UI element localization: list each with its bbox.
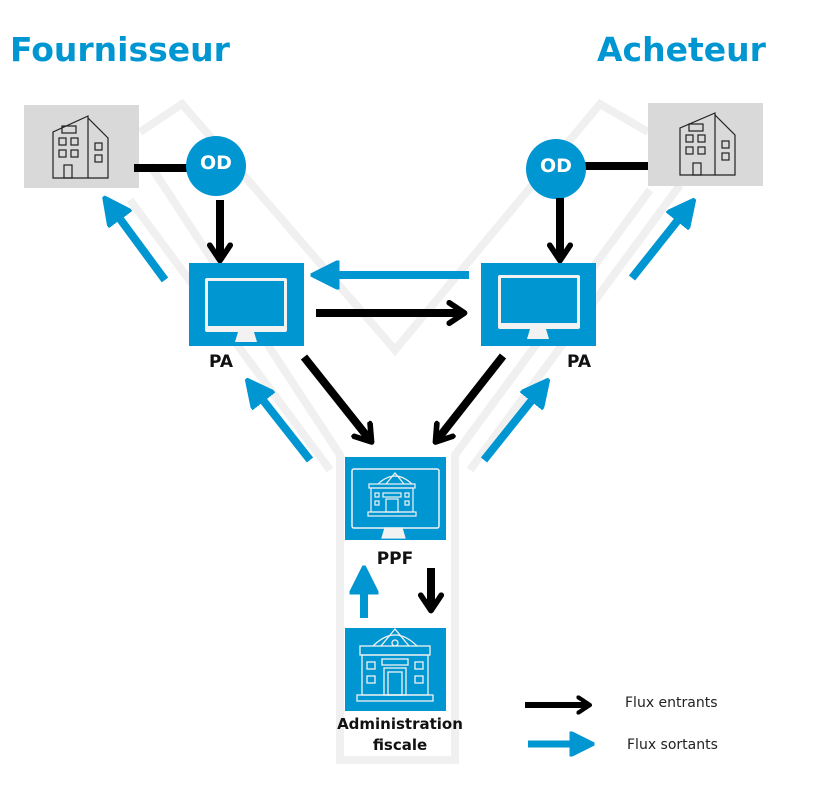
government-building-icon [356,627,434,702]
legend-outgoing-label: Flux sortants [627,737,718,753]
outgoing-arrow-to-supplier [112,208,169,283]
buyer-title: Acheteur [597,30,766,69]
admin-label-line1: Administration [337,715,463,733]
buyer-pa-label: PA [566,352,592,372]
outgoing-arrow-ppf-pa-supplier [255,390,314,463]
supplier-od-circle [186,136,246,196]
monitor-government-building-icon [351,468,440,539]
supplier-pa-box [189,263,304,346]
monitor-icon [498,275,580,339]
buyer-company [648,103,763,186]
supplier-od-label: OD [200,152,232,174]
office-building-icon [679,112,736,176]
admin-box [345,627,446,711]
incoming-arrow-pa-ppf-buyer [437,353,507,440]
supplier-title: Fournisseur [10,30,230,69]
ppf-box [345,457,446,540]
monitor-icon [205,278,287,342]
legend-incoming-label: Flux entrants [625,695,718,711]
buyer-pa-box [481,263,596,346]
buyer-od-circle [526,139,586,199]
ppf-label: PPF [376,549,414,569]
admin-label: Administration fiscale [330,714,470,756]
incoming-arrow-pa-ppf-supplier [300,354,370,440]
supplier-company [24,105,139,188]
outgoing-arrow-ppf-pa-buyer [480,390,540,463]
outgoing-arrow-to-buyer [628,210,686,281]
admin-label-line2: fiscale [372,736,428,754]
buyer-od-label: OD [540,155,572,177]
supplier-pa-label: PA [208,352,234,372]
office-building-icon [52,115,109,179]
